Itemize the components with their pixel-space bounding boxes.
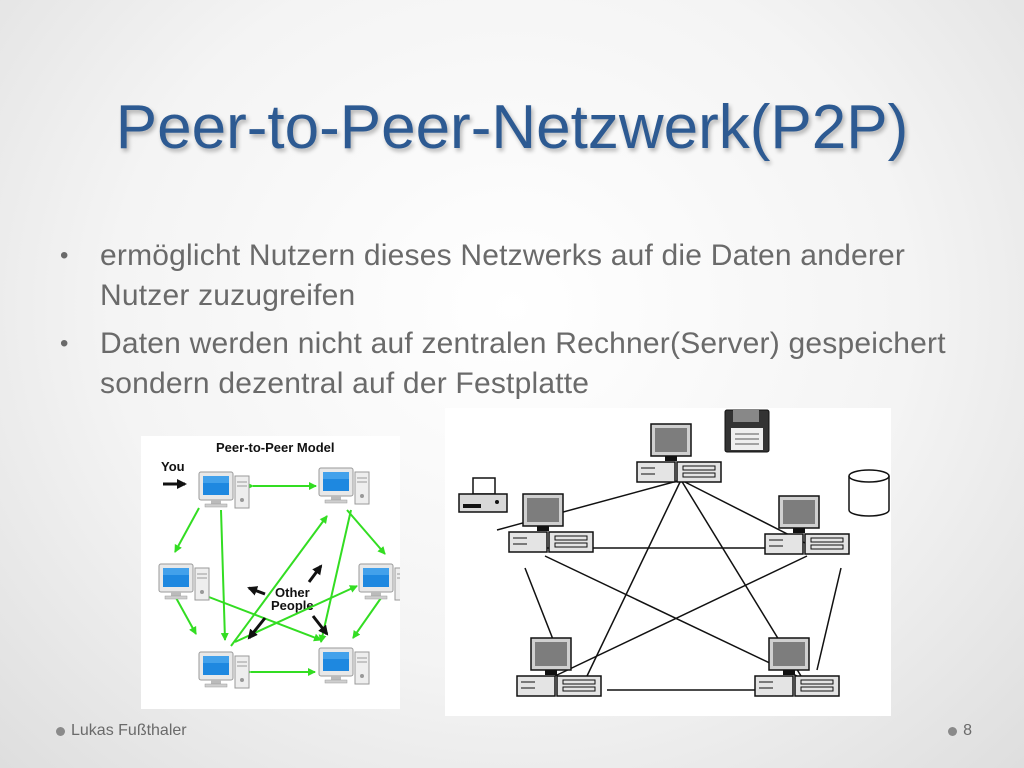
footer-author-text: Lukas Fußthaler (71, 722, 187, 739)
computer-icon (198, 471, 250, 509)
p2p-model-diagram: Peer-to-Peer Model You Other People (141, 436, 410, 709)
workstation-icon (516, 637, 602, 697)
workstation-icon (754, 637, 840, 697)
bullet-text: ermöglicht Nutzern dieses Netzwerks auf … (100, 239, 906, 312)
slide-title: Peer-to-Peer-Netzwerk(P2P) (115, 93, 909, 162)
printer-icon (458, 477, 508, 513)
bullet-dot-icon: • (60, 330, 69, 357)
footer-dot-icon (56, 726, 65, 736)
computer-icon (358, 563, 410, 601)
computer-icon (198, 651, 250, 689)
footer-dot-icon (948, 726, 958, 736)
network-topology-svg (458, 409, 890, 697)
p2p-model-title: Peer-to-Peer Model (216, 440, 334, 455)
floppy-disk-icon (724, 409, 770, 453)
computer-icon (318, 647, 370, 685)
computer-icon (158, 563, 210, 601)
bullet-dot-icon: • (60, 242, 69, 269)
bullet-item: • ermöglicht Nutzern dieses Netzwerks au… (56, 236, 976, 316)
computer-icon (318, 467, 370, 505)
other-people-label-2: People (271, 598, 314, 613)
page-number-text: 8 (963, 722, 972, 739)
other-people-arrows (247, 564, 329, 640)
bullet-list: • ermöglicht Nutzern dieses Netzwerks au… (56, 236, 976, 412)
you-label: You (161, 459, 185, 474)
bullet-text: Daten werden nicht auf zentralen Rechner… (100, 327, 946, 400)
workstation-icon (636, 423, 722, 483)
bullet-item: • Daten werden nicht auf zentralen Rechn… (56, 324, 976, 404)
footer-page-number: 8 (948, 722, 972, 740)
other-people-label-1: Other (275, 585, 310, 600)
p2p-model-svg: Peer-to-Peer Model You Other People (158, 440, 410, 689)
peer-connections (174, 482, 386, 676)
database-icon (848, 469, 890, 517)
network-topology-diagram (445, 408, 891, 716)
footer-author: Lukas Fußthaler (56, 722, 187, 740)
workstation-icon (764, 495, 850, 555)
